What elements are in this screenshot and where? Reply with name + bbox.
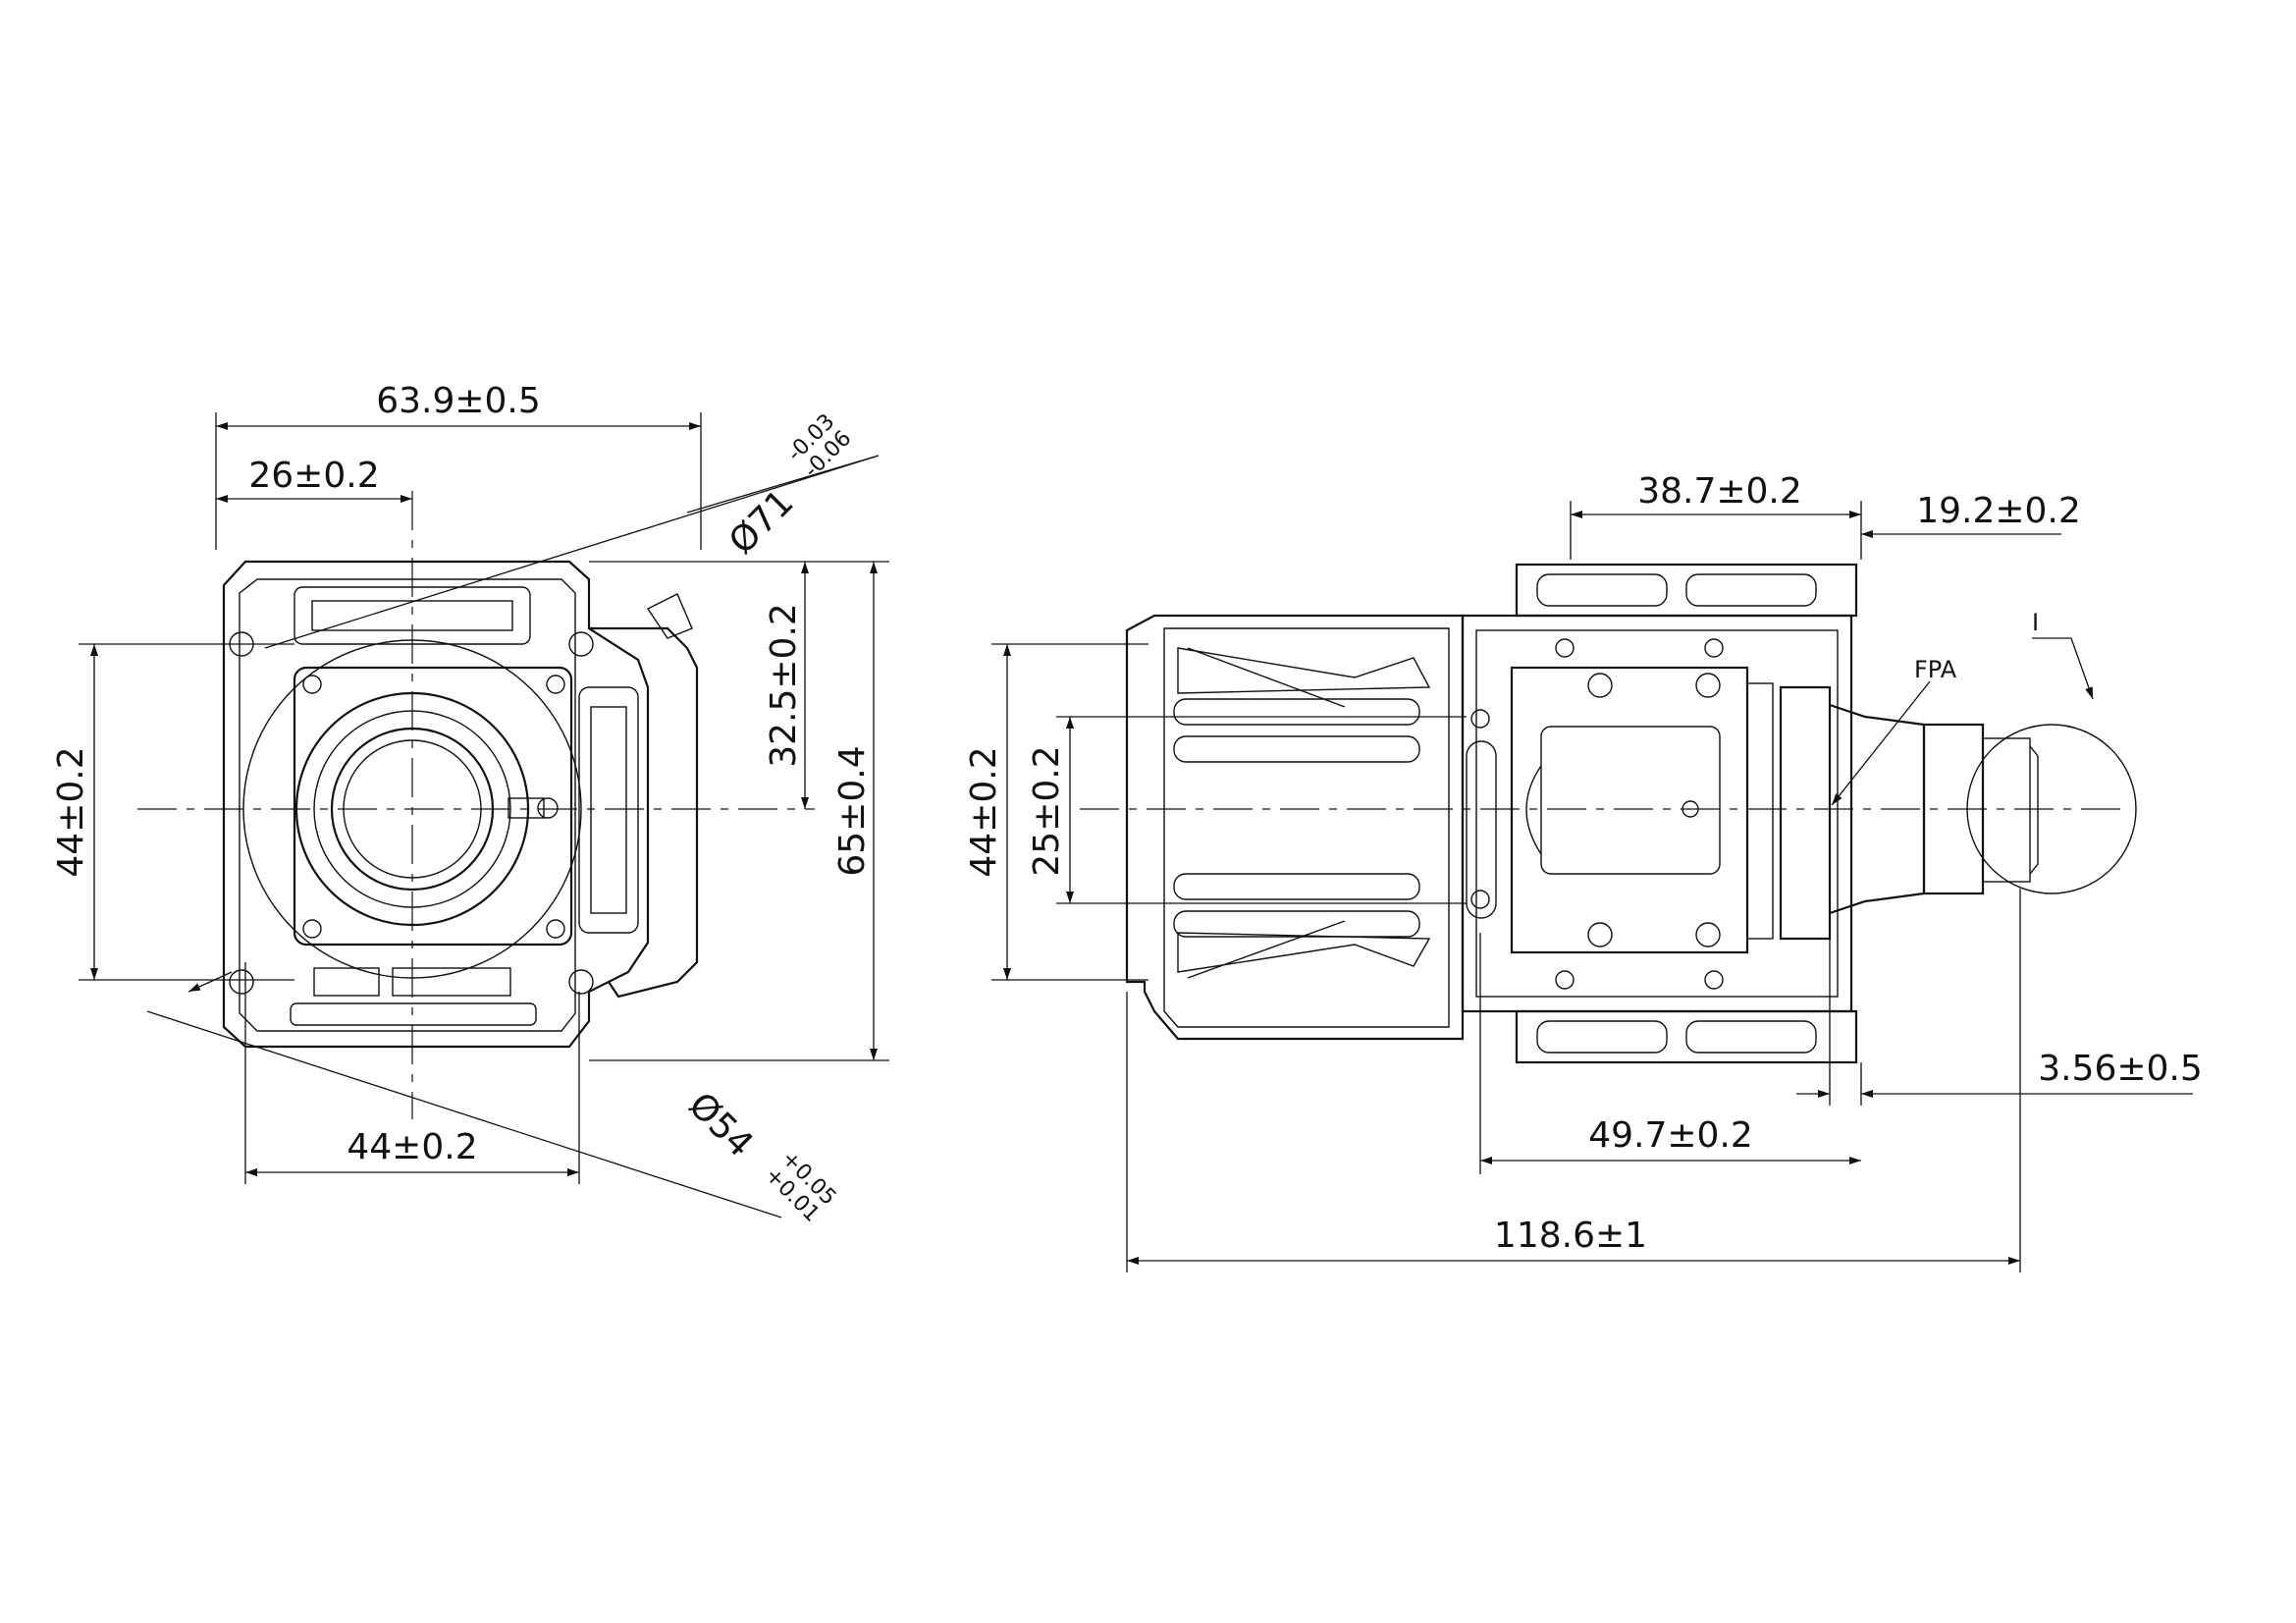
side-mid-body-inner — [1475, 629, 1839, 998]
dim-side-inner-height: 25±0.2 — [1027, 745, 1067, 876]
label-detail-i: I — [2032, 609, 2039, 636]
front-connector-a — [313, 967, 380, 997]
front-side-slot — [578, 686, 639, 934]
dim-front-half-height: 32.5±0.2 — [764, 603, 804, 768]
side-sensor-module — [1510, 666, 1749, 954]
dim-side-mount-height: 44±0.2 — [964, 746, 1004, 877]
side-rear-housing-inner — [1163, 627, 1450, 1028]
dim-front-offset-width: 26±0.2 — [248, 456, 379, 496]
dim-front-overall-height: 65±0.4 — [832, 745, 873, 876]
side-fpa-holder — [1779, 685, 1832, 941]
front-side-slot-inner — [590, 706, 627, 914]
dim-side-overall-length: 118.6±1 — [1494, 1216, 1647, 1256]
front-bottom-slot — [290, 1002, 537, 1026]
front-housing-outline — [222, 560, 650, 1049]
dim-front-diameter-small: Ø54 +0.05 +0.01 — [680, 1085, 840, 1227]
front-screw-holes — [229, 631, 594, 995]
dim-front-overall-width: 63.9±0.5 — [376, 381, 541, 421]
side-sensor-screws — [1470, 638, 1724, 990]
front-housing-inner — [239, 578, 576, 1032]
front-side-bracket — [589, 626, 699, 999]
front-dimensions: 63.9±0.5 26±0.2 44±0.2 44±0.2 65±0.4 32.… — [51, 381, 889, 1227]
svg-text:Ø54: Ø54 — [680, 1085, 760, 1164]
dim-front-mount-width: 44±0.2 — [347, 1127, 477, 1167]
dim-side-body-length: 49.7±0.2 — [1588, 1115, 1753, 1156]
dim-side-rear-length: 19.2±0.2 — [1916, 491, 2081, 531]
side-heatsink-bottom — [1515, 1009, 1858, 1064]
dim-front-diameter-large: Ø71 -0.03 -0.06 — [721, 409, 856, 563]
side-fpa-board — [1746, 682, 1774, 940]
dim-side-fpa-offset: 3.56±0.5 — [2038, 1049, 2203, 1089]
front-side-bracket-detail — [646, 593, 693, 639]
dim-side-module-length: 38.7±0.2 — [1637, 471, 1802, 512]
side-oval-slot — [1466, 740, 1497, 919]
side-dimensions: 38.7±0.2 19.2±0.2 44±0.2 25±0.2 3.56±0.5… — [964, 471, 2203, 1272]
label-fpa: FPA — [1914, 656, 1957, 683]
side-view — [1080, 563, 2137, 1064]
front-mount-plate — [293, 666, 573, 947]
dim-front-mount-height: 44±0.2 — [51, 746, 91, 877]
side-heatsink-top — [1515, 563, 1858, 618]
front-connector-b — [392, 967, 511, 997]
front-lens-knob — [507, 797, 545, 819]
side-rear-fins — [1173, 647, 1431, 979]
front-view — [137, 491, 815, 1119]
svg-text:Ø71: Ø71 — [721, 482, 801, 562]
